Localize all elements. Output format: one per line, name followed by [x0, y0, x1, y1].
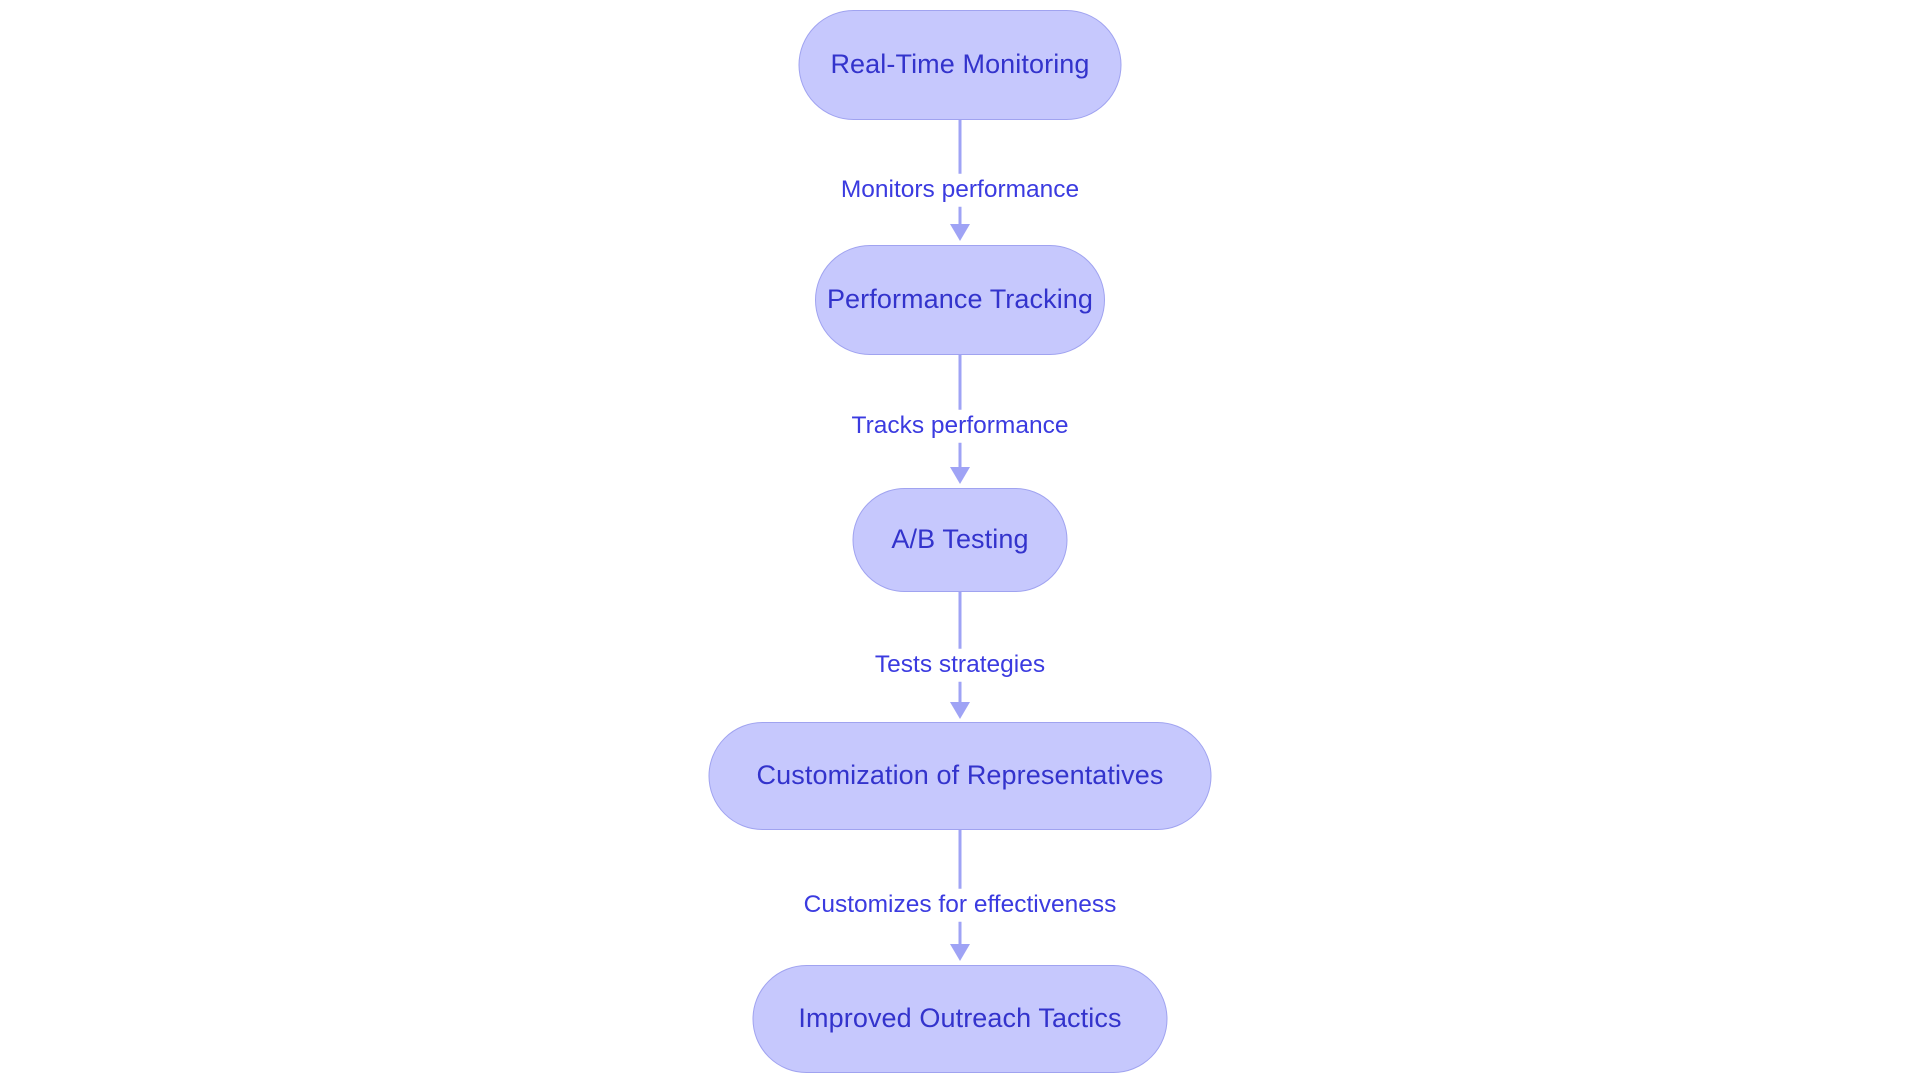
flow-node-label: Real-Time Monitoring	[830, 48, 1090, 79]
edge-line	[958, 120, 962, 224]
flow-node-label: Improved Outreach Tactics	[798, 1002, 1122, 1033]
flow-edge-label: Monitors performance	[835, 173, 1085, 207]
flow-node-real-time-monitoring[interactable]: Real-Time Monitoring	[798, 10, 1122, 120]
flow-edge-label: Customizes for effectiveness	[798, 888, 1122, 922]
flow-node-label: Customization of Representatives	[756, 759, 1164, 790]
flow-node-label: A/B Testing	[891, 523, 1029, 554]
edge-line	[958, 592, 962, 702]
flow-node-improved-outreach-tactics[interactable]: Improved Outreach Tactics	[752, 965, 1168, 1073]
flow-edge-label: Tests strategies	[869, 648, 1051, 682]
flow-node-customization-of-representatives[interactable]: Customization of Representatives	[708, 722, 1212, 830]
flow-edge-label: Tracks performance	[846, 409, 1074, 443]
arrow-head-icon	[950, 224, 970, 241]
edge-line	[958, 830, 962, 944]
arrow-head-icon	[950, 467, 970, 484]
flow-node-ab-testing[interactable]: A/B Testing	[852, 488, 1068, 592]
arrow-head-icon	[950, 702, 970, 719]
flow-node-performance-tracking[interactable]: Performance Tracking	[815, 245, 1105, 355]
arrow-head-icon	[950, 944, 970, 961]
flow-node-label: Performance Tracking	[826, 283, 1094, 314]
